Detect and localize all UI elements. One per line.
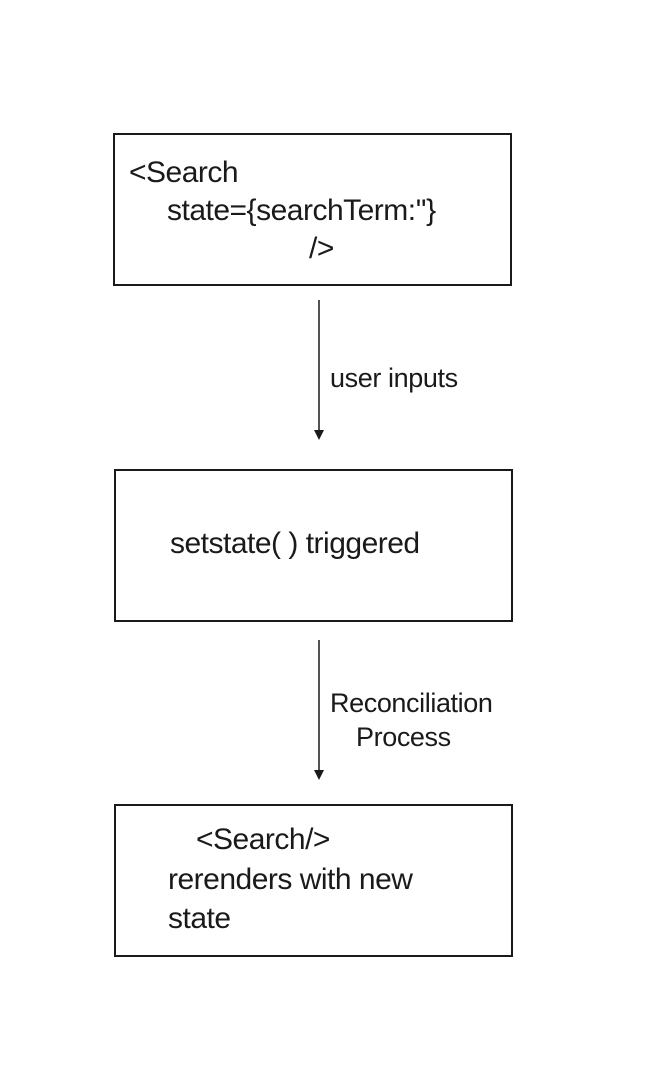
arrow-down-icon	[314, 640, 324, 780]
node-search-initial-state: <Search state={searchTerm:''} />	[113, 133, 512, 286]
edge-label: Reconciliation	[330, 688, 493, 718]
edge-label: user inputs	[330, 363, 458, 393]
arrow-down-icon	[314, 300, 324, 440]
node-text-line: state	[168, 902, 231, 935]
node-text-line: setstate( ) triggered	[170, 527, 420, 560]
node-text-line: rerenders with new	[168, 863, 413, 896]
arrow-reconciliation-process	[308, 640, 330, 780]
node-search-rerenders: <Search/> rerenders with new state	[114, 804, 513, 957]
node-text-line: state={searchTerm:''}	[167, 194, 436, 227]
node-text-line: <Search	[129, 156, 239, 189]
node-text-line: />	[309, 232, 334, 265]
arrow-user-inputs	[308, 300, 330, 440]
edge-label: Process	[356, 722, 451, 752]
node-text-line: <Search/>	[196, 823, 330, 856]
node-setstate-triggered: setstate( ) triggered	[114, 469, 513, 622]
